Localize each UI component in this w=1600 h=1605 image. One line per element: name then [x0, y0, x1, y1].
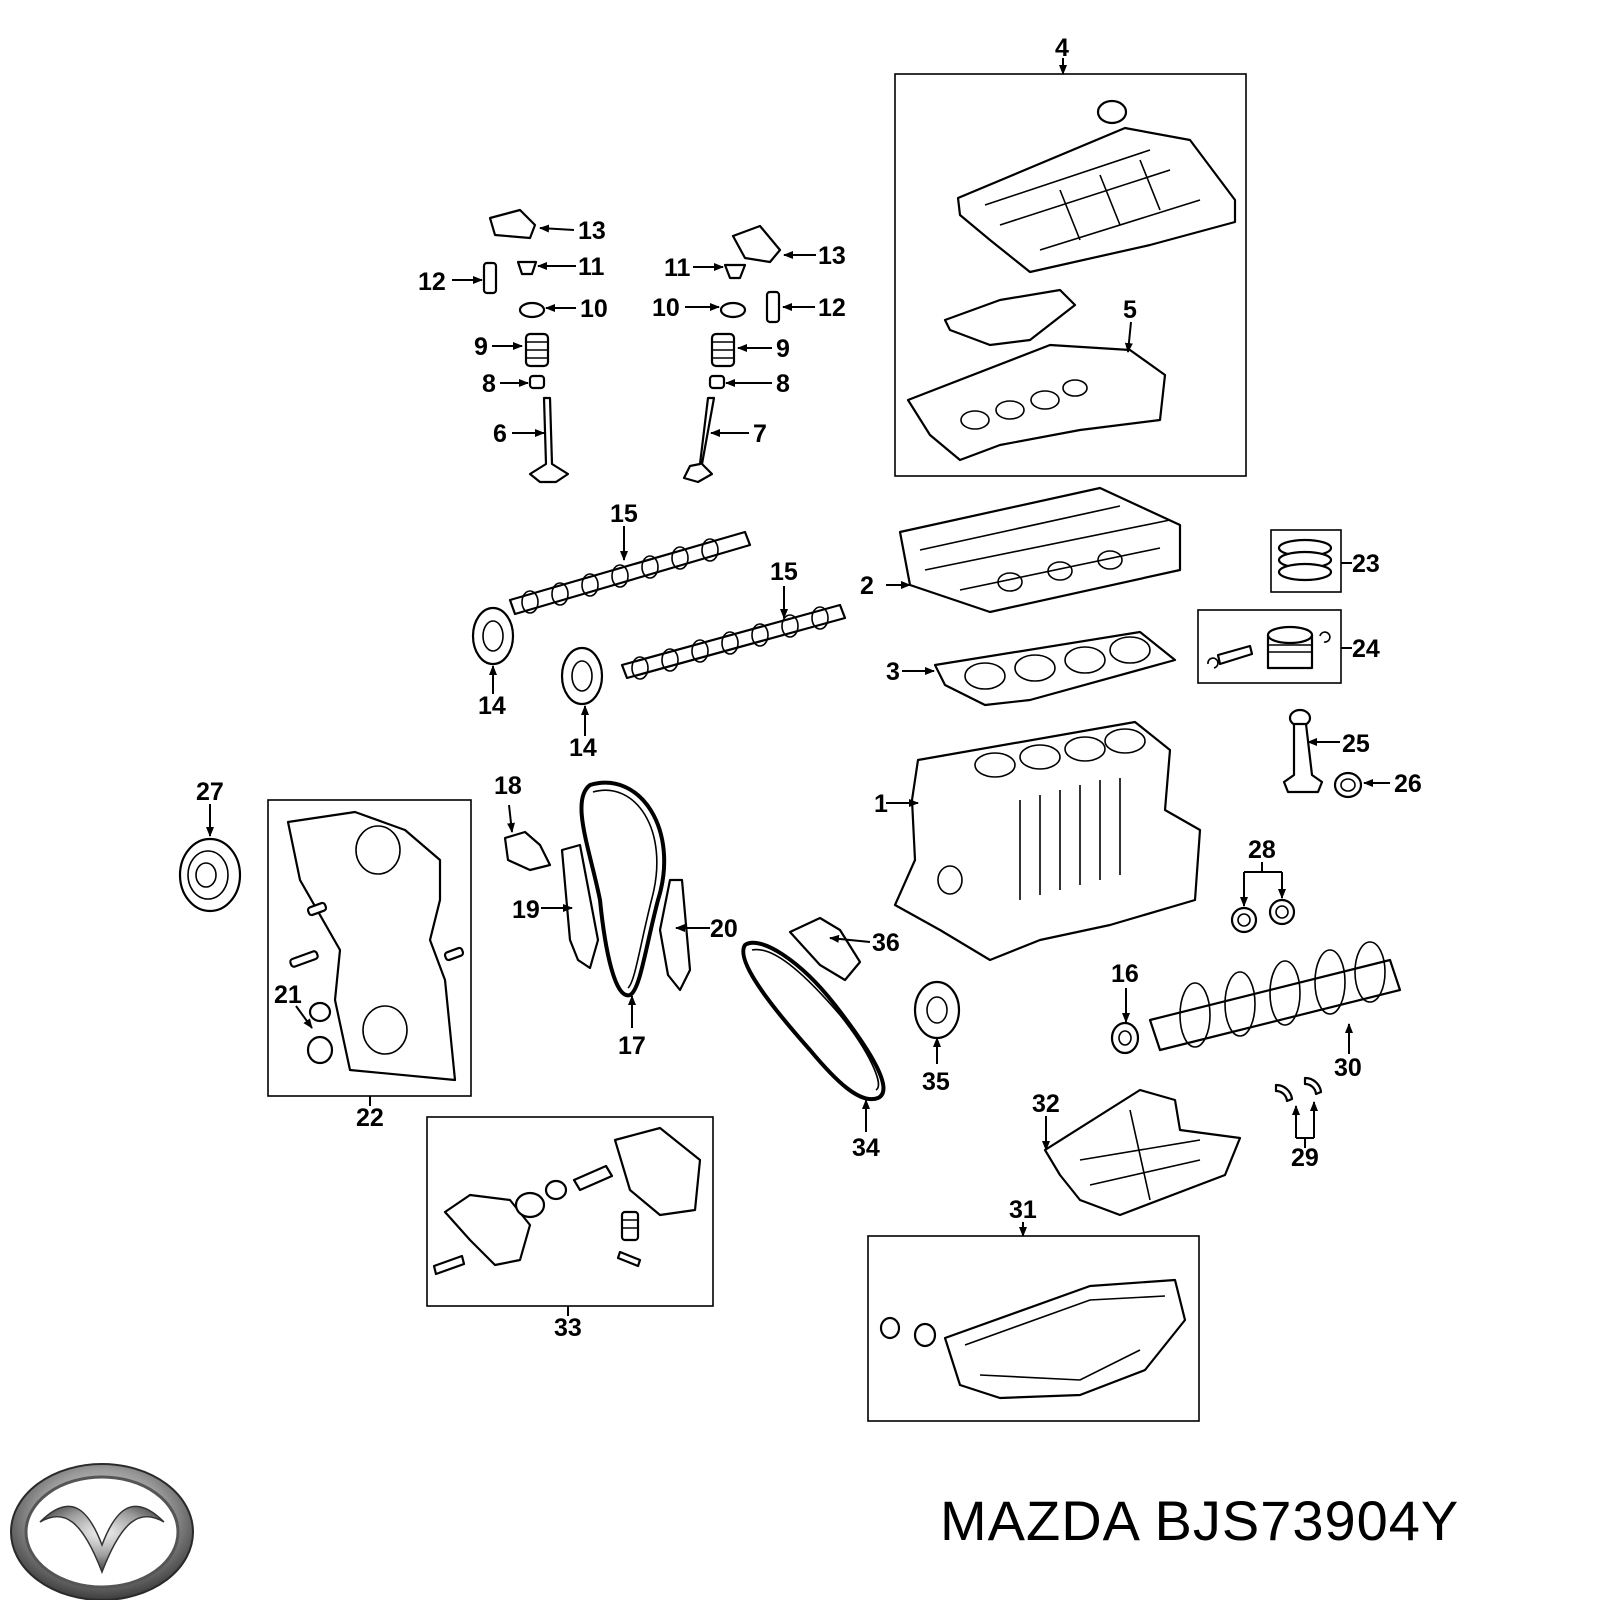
callout-11-left: 11 [578, 253, 605, 281]
callout-1: 1 [874, 790, 888, 818]
callout-17: 17 [618, 1032, 646, 1060]
callout-18: 18 [494, 772, 522, 800]
callout-15-lower: 15 [770, 558, 798, 586]
callout-23: 23 [1352, 550, 1380, 578]
callout-19: 19 [512, 896, 540, 924]
callout-25: 25 [1342, 730, 1370, 758]
oil-pan-part [879, 1278, 1187, 1400]
callout-31: 31 [1009, 1196, 1037, 1224]
balancer-chain-guide-part [788, 916, 862, 982]
callout-26: 26 [1394, 770, 1422, 798]
callout-8-left: 8 [482, 370, 496, 398]
crank-pulley-part [178, 837, 242, 913]
crank-sprocket-part [1110, 1021, 1140, 1055]
brand-caption: MAZDA BJS73904Y [940, 1488, 1459, 1553]
head-gasket-part [933, 630, 1177, 707]
callout-33: 33 [554, 1314, 582, 1342]
callout-3: 3 [886, 658, 900, 686]
callout-27: 27 [196, 778, 224, 806]
callout-11-right: 11 [664, 254, 691, 282]
callout-7: 7 [753, 420, 767, 448]
callout-15-upper: 15 [610, 500, 638, 528]
callout-10-right: 10 [652, 294, 680, 322]
callout-36: 36 [872, 929, 900, 957]
callout-22: 22 [356, 1104, 384, 1132]
callout-9-right: 9 [776, 335, 790, 363]
callout-4: 4 [1055, 34, 1069, 62]
callout-13-left: 13 [578, 217, 606, 245]
box-valve-cover [894, 73, 1247, 477]
callout-6: 6 [493, 420, 507, 448]
valvetrain-right-parts [682, 224, 782, 484]
callout-29: 29 [1291, 1144, 1319, 1172]
callout-12-left: 12 [418, 268, 446, 296]
box-piston [1197, 609, 1342, 684]
callout-14-lower: 14 [569, 734, 597, 762]
piston-part [1207, 625, 1331, 670]
callout-labels: 1 2 3 4 5 6 7 8 8 9 9 10 10 11 11 12 12 … [196, 34, 1422, 1342]
tensioner-guide-part [560, 843, 600, 970]
oil-pump-chain-part [741, 940, 886, 1102]
main-bearings-part [1230, 898, 1296, 934]
engine-block-part [893, 720, 1202, 962]
connecting-rod-part [1282, 708, 1324, 794]
callout-34: 34 [852, 1134, 880, 1162]
piston-rings-part [1277, 538, 1333, 582]
chain-guide-part [658, 878, 692, 992]
callout-12-right: 12 [818, 294, 846, 322]
callout-10-left: 10 [580, 295, 608, 323]
cam-sprocket-upper-part [471, 606, 515, 666]
leader-lines [206, 58, 1390, 1316]
cam-sprocket-lower-part [560, 646, 604, 706]
callout-32: 32 [1032, 1090, 1060, 1118]
callout-35: 35 [922, 1068, 950, 1096]
rod-bearing-part [1333, 771, 1363, 799]
part-number: BJS73904Y [1154, 1489, 1460, 1552]
callout-8-right: 8 [776, 370, 790, 398]
thrust-washers-part [1274, 1076, 1323, 1103]
callout-21: 21 [274, 981, 302, 1009]
timing-chain-part [579, 780, 667, 998]
mazda-logo-icon [10, 1463, 194, 1601]
box-piston-rings [1270, 529, 1342, 593]
brand-make: MAZDA [940, 1489, 1138, 1552]
box-oil-pump [426, 1116, 714, 1307]
valve-cover-gasket-part [906, 288, 1167, 462]
callout-20: 20 [710, 915, 738, 943]
callout-5: 5 [1123, 296, 1137, 324]
callout-14-upper: 14 [478, 692, 506, 720]
callout-30: 30 [1334, 1054, 1362, 1082]
callout-24: 24 [1352, 635, 1380, 663]
chain-tensioner-part [503, 830, 552, 872]
lower-block-stiffener-part [1043, 1088, 1242, 1217]
valvetrain-left-parts [482, 208, 570, 484]
oil-pump-assembly-part [432, 1126, 702, 1276]
callout-2: 2 [860, 572, 874, 600]
box-oil-pan [867, 1235, 1200, 1422]
valve-cover-part [956, 99, 1237, 274]
camshaft-lower-part [620, 603, 847, 680]
timing-cover-part [286, 810, 465, 1082]
oil-pump-sprocket-part [913, 980, 961, 1040]
cylinder-head-part [898, 486, 1182, 614]
callout-9-left: 9 [474, 333, 488, 361]
crankshaft-part [1148, 941, 1402, 1052]
callout-28: 28 [1248, 836, 1276, 864]
callout-16: 16 [1111, 960, 1139, 988]
camshaft-upper-part [508, 530, 752, 616]
callout-13-right: 13 [818, 242, 846, 270]
